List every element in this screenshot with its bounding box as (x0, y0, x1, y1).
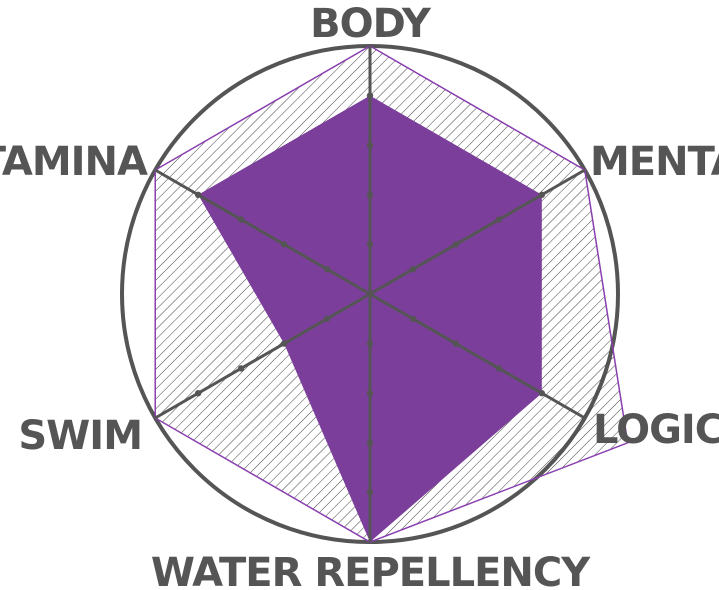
axis-tick-body-3 (366, 142, 374, 149)
axis-tick-logic-1 (409, 315, 417, 322)
axis-tick-stamina-1 (323, 266, 331, 273)
axis-tick-water-repellency-2 (366, 390, 374, 397)
axis-tick-stamina-3 (237, 216, 245, 223)
axis-tick-body-1 (366, 241, 374, 248)
axis-label-body: BODY (310, 1, 432, 47)
axis-tick-logic-3 (495, 365, 503, 372)
axis-tick-stamina-4 (194, 191, 202, 198)
axis-tick-water-repellency-3 (366, 439, 374, 446)
axis-tick-swim-3 (237, 365, 245, 372)
axis-line-mental (369, 168, 586, 296)
axis-line-swim (154, 292, 371, 420)
axis-tick-mental-4 (538, 191, 546, 198)
axis-ticks (194, 92, 546, 496)
axis-tick-body-2 (366, 191, 374, 198)
axis-label-mental: MENTAL (590, 139, 719, 185)
axis-tick-swim-2 (280, 340, 288, 347)
axis-tick-water-repellency-4 (366, 489, 374, 496)
axis-line-logic (369, 292, 586, 420)
axis-tick-body-4 (366, 92, 374, 99)
axis-tick-stamina-2 (280, 241, 288, 248)
axis-tick-swim-1 (323, 315, 331, 322)
axis-label-stamina: STAMINA (0, 139, 148, 185)
axis-tick-mental-1 (409, 266, 417, 273)
axis-tick-water-repellency-1 (366, 340, 374, 347)
axis-tick-logic-4 (538, 390, 546, 397)
axis-tick-logic-2 (452, 340, 460, 347)
axis-tick-swim-4 (194, 390, 202, 397)
axis-label-water-repellency: WATER REPELLENCY (151, 550, 591, 590)
axis-tick-mental-3 (495, 216, 503, 223)
axis-label-logic: LOGIC (593, 407, 719, 453)
axis-line-stamina (154, 168, 371, 296)
axis-label-swim: SWIM (18, 413, 142, 459)
axis-tick-mental-2 (452, 241, 460, 248)
axis-lines (154, 46, 586, 542)
